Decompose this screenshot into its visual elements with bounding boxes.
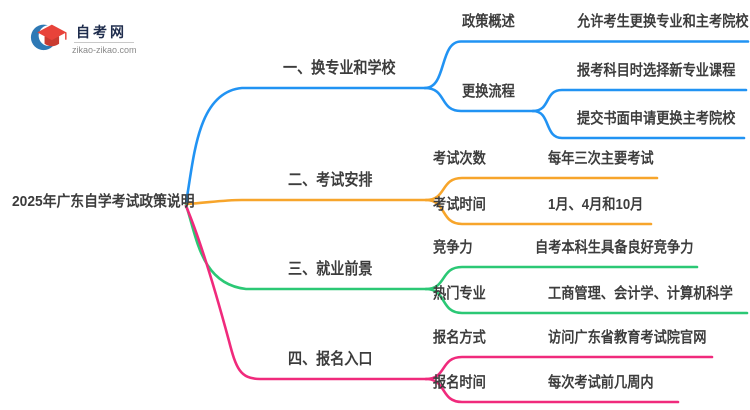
branch1-child1-leaf1: 允许考生更换专业和主考院校: [577, 13, 749, 30]
branch1-child2-leaf1: 报考科目时选择新专业课程: [577, 62, 736, 79]
connector-branch2-child1: [424, 176, 659, 202]
logo-divider: [74, 42, 134, 43]
site-logo: 自考网 zikao-zikao.com: [30, 18, 160, 58]
branch4-child2-leaf1: 每次考试前几周内: [548, 374, 654, 391]
connector-branch2-child2: [424, 198, 653, 226]
branch4-child2-label: 报名时间: [433, 374, 486, 391]
branch3-child1-leaf1: 自考本科生具备良好竞争力: [535, 239, 694, 256]
connector-branch2: [184, 198, 428, 206]
connector-branch1-child2-leaf2: [531, 109, 746, 140]
branch2-label: 二、考试安排: [288, 172, 373, 189]
branch1-child2-label: 更换流程: [462, 83, 515, 100]
connector-branch4: [184, 204, 428, 381]
connector-branch4-child2: [424, 377, 680, 404]
branch2-child1-leaf1: 每年三次主要考试: [548, 150, 654, 167]
branch4-child1-label: 报名方式: [433, 329, 486, 346]
connector-branch1-child2-leaf1: [531, 88, 748, 113]
branch4-child1-leaf1: 访问广东省教育考试院官网: [548, 329, 707, 346]
connector-branch3-child2: [424, 287, 749, 315]
site-name: 自考网: [76, 24, 127, 40]
branch1-child2-leaf2: 提交书面申请更换主考院校: [577, 110, 736, 127]
connector-branch1-child2: [423, 86, 535, 113]
branch3-child2-label: 热门专业: [433, 285, 486, 302]
branch2-child1-label: 考试次数: [433, 150, 486, 167]
connector-branch1: [184, 86, 427, 205]
connector-branch3-child1: [424, 265, 699, 291]
branch2-child2-leaf1: 1月、4月和10月: [548, 196, 644, 213]
branch1-label: 一、换专业和学校: [283, 60, 396, 77]
connector-branch4-child1: [424, 355, 714, 381]
root-topic: 2025年广东自学考试政策说明: [12, 193, 195, 210]
branch1-child1-label: 政策概述: [462, 13, 515, 30]
graduation-cap-icon: [30, 24, 67, 51]
connector-branch1-child1: [423, 40, 750, 90]
branch3-label: 三、就业前景: [288, 261, 373, 278]
site-url: zikao-zikao.com: [72, 45, 137, 55]
branch4-label: 四、报名入口: [288, 351, 373, 368]
branch3-child1-label: 竞争力: [433, 239, 473, 256]
branch3-child2-leaf1: 工商管理、会计学、计算机科学: [548, 285, 733, 302]
branch2-child2-label: 考试时间: [433, 196, 486, 213]
